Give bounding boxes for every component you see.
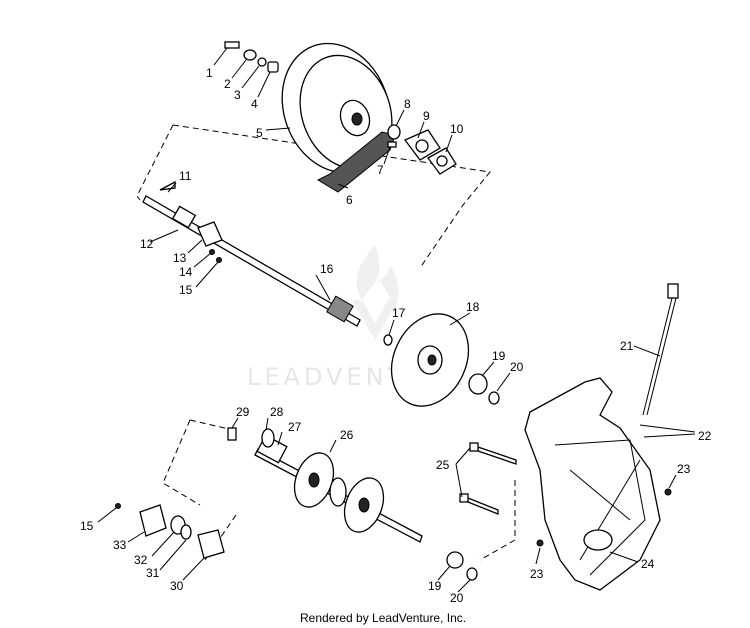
callout-23: 23 — [677, 462, 691, 476]
drive-shaft-16 — [142, 195, 361, 327]
callout-4: 4 — [251, 97, 258, 111]
callout-13: 13 — [173, 251, 187, 265]
callout-9: 9 — [423, 109, 430, 123]
bearing-19b — [446, 551, 464, 569]
bearing-28 — [261, 428, 275, 448]
callout-19: 19 — [492, 349, 506, 363]
dipstick-21-edge — [646, 297, 677, 416]
callout-8: 8 — [404, 97, 411, 111]
dash-line — [189, 419, 234, 431]
bolt-1 — [224, 41, 240, 49]
driven-sprocket-assembly — [224, 41, 457, 193]
callout-19b: 19 — [428, 579, 442, 593]
callout-7: 7 — [377, 163, 384, 177]
bearing-31 — [180, 524, 192, 540]
washer-20b — [466, 567, 478, 581]
callout-20b: 20 — [450, 591, 464, 605]
callout-15b: 15 — [80, 519, 94, 533]
dash-line — [162, 419, 201, 506]
callout-15: 15 — [179, 283, 193, 297]
o-ring-17 — [383, 334, 393, 346]
callout-12: 12 — [140, 237, 154, 251]
callout-10: 10 — [450, 122, 464, 136]
callout-22: 22 — [698, 429, 712, 443]
callout-3: 3 — [234, 88, 241, 102]
washer-2 — [243, 49, 257, 61]
sprocket-bore — [351, 112, 363, 126]
bearing-12 — [171, 205, 197, 229]
lower-drive-shaft-assembly — [227, 427, 423, 543]
callout-33: 33 — [113, 538, 127, 552]
callout-27: 27 — [288, 420, 302, 434]
callout-32: 32 — [134, 553, 148, 567]
bolt-25a-head — [469, 442, 479, 452]
brake-disc-assembly — [390, 313, 500, 407]
callout-21: 21 — [620, 339, 634, 353]
callout-numbers: 1 2 3 4 5 6 7 8 9 10 11 12 13 14 15 16 1… — [80, 66, 712, 605]
callout-30: 30 — [170, 579, 184, 593]
dipstick-cap — [667, 283, 679, 299]
drive-shaft-assembly — [142, 180, 393, 346]
bearing-19 — [468, 373, 488, 395]
callout-23b: 23 — [530, 567, 544, 581]
callout-25: 25 — [436, 458, 450, 472]
washer-8 — [387, 124, 401, 140]
dash-line — [479, 480, 516, 561]
bolt-25a — [477, 446, 517, 465]
callout-11: 11 — [179, 169, 192, 183]
bolt-25b-head — [459, 493, 469, 503]
shaft-spline — [326, 295, 354, 323]
chaincase-rib — [554, 439, 646, 576]
flange-bore — [415, 139, 429, 153]
callout-1: 1 — [206, 66, 213, 80]
flange-13 — [197, 221, 223, 247]
callout-28: 28 — [270, 405, 284, 419]
leadventure-watermark-logo — [352, 245, 399, 340]
nut-23b — [536, 539, 544, 547]
chaincase-boss — [583, 529, 613, 551]
sprocket-spacer — [329, 477, 347, 507]
callout-18: 18 — [466, 300, 480, 314]
bearing-flange-set — [115, 503, 225, 559]
callout-2: 2 — [224, 77, 231, 91]
washer-15 — [216, 257, 222, 263]
screw-7 — [387, 141, 397, 148]
dipstick-assembly — [642, 283, 679, 416]
dash-line — [136, 124, 174, 201]
nut-15 — [115, 503, 121, 509]
callout-26: 26 — [340, 428, 354, 442]
footer-credit: Rendered by LeadVenture, Inc. — [300, 611, 466, 625]
flange-33 — [139, 504, 167, 537]
leader-lines — [97, 47, 696, 593]
washer-3 — [257, 57, 267, 67]
flange-30 — [197, 529, 225, 559]
callout-6: 6 — [346, 193, 353, 207]
washer-20 — [488, 391, 500, 405]
callout-20: 20 — [510, 360, 524, 374]
nut-23 — [664, 488, 672, 496]
callout-17: 17 — [392, 306, 406, 320]
disc-bore — [427, 354, 437, 366]
spacer-4 — [267, 61, 279, 73]
drive-sprocket-b — [343, 477, 385, 533]
cover-plate-bore — [436, 155, 448, 167]
callout-5: 5 — [256, 126, 263, 140]
chaincase-housing — [459, 377, 672, 591]
callout-14: 14 — [179, 265, 193, 279]
callout-31: 31 — [146, 566, 160, 580]
chaincase-24 — [524, 377, 661, 591]
callout-24: 24 — [641, 557, 655, 571]
dipstick-21 — [642, 297, 673, 416]
callout-16: 16 — [320, 262, 334, 276]
bolt-25b — [467, 497, 499, 515]
callout-29: 29 — [236, 405, 250, 419]
grease-fitting-29 — [227, 427, 237, 441]
